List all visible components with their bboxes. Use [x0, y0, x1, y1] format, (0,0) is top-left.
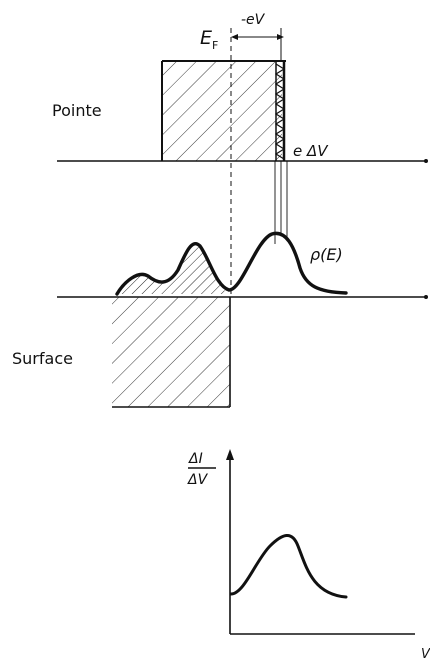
derivative-denominator-label: ΔV	[187, 472, 209, 488]
fermi-energy-label: E	[200, 27, 212, 49]
fermi-energy-subscript: F	[212, 39, 218, 52]
bias-label: -eV	[241, 12, 266, 28]
derivative-numerator-label: ΔI	[188, 451, 203, 467]
tip-window-zigzag	[274, 63, 286, 160]
surface-baseline-arrowhead	[424, 295, 428, 299]
dos-curve	[115, 231, 348, 296]
tip-states	[161, 60, 286, 161]
surface-states	[112, 297, 231, 408]
window-label: e ΔV	[293, 142, 329, 160]
density-of-states	[115, 231, 348, 296]
window-projection-lines	[274, 161, 288, 244]
tip-label: Pointe	[52, 101, 102, 120]
bias-arrow	[231, 28, 284, 61]
tip-baseline-arrowhead	[424, 159, 428, 163]
derivative-plot	[188, 449, 415, 635]
derivative-y-axis-arrowhead	[226, 449, 234, 460]
x-axis-label: V	[421, 647, 430, 660]
dos-occupied-hatch	[117, 243, 229, 294]
surface-label: Surface	[12, 349, 73, 368]
surface-occupied-block	[112, 297, 230, 407]
derivative-peak-curve	[229, 534, 348, 599]
tip-occupied-block	[162, 61, 282, 161]
dos-label: ρ(E)	[310, 245, 343, 264]
